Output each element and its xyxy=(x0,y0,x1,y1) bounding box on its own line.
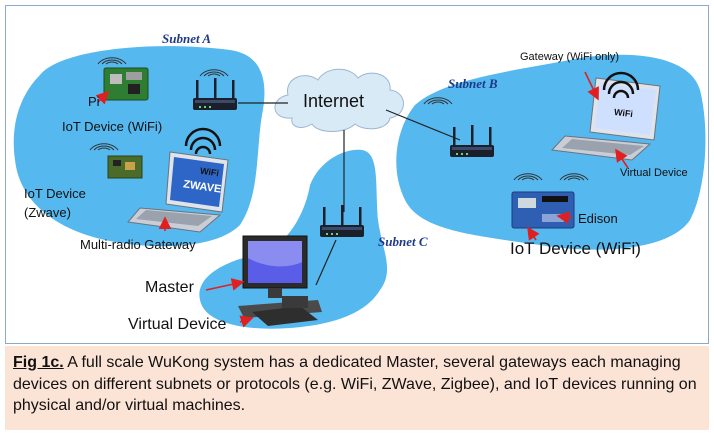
wifi-only-signal-icon xyxy=(602,71,640,99)
multi-radio-gateway-label: Multi-radio Gateway xyxy=(80,237,196,252)
virtual-device-c-label: Virtual Device xyxy=(128,316,227,333)
caption-label: Fig 1c. xyxy=(13,354,64,371)
internet-label: Internet xyxy=(303,91,365,111)
pi-label: Pi xyxy=(88,94,100,109)
iot-device-wifi-a-label: IoT Device (WiFi) xyxy=(62,119,163,134)
gateway-wifi-only-label: Gateway (WiFi only) xyxy=(520,51,620,63)
iot-device-wifi-b-label: IoT Device (WiFi) xyxy=(510,239,641,258)
edison-board xyxy=(511,191,575,229)
multi-radio-gateway-laptop xyxy=(127,151,229,233)
master-computer xyxy=(238,235,322,326)
virtual-device-b-label: Virtual Device xyxy=(620,167,688,179)
wifi-signal-icon xyxy=(184,127,222,155)
pointer-arrows xyxy=(95,71,629,328)
subnet-b-label: Subnet B xyxy=(448,76,498,91)
internet-cloud xyxy=(274,68,404,132)
subnet-a-label: Subnet A xyxy=(162,31,212,46)
zwave-board xyxy=(107,155,143,179)
caption-text: A full scale WuKong system has a dedicat… xyxy=(13,354,697,414)
subnet-c-label: Subnet C xyxy=(378,234,428,249)
figure-caption: Fig 1c. A full scale WuKong system has a… xyxy=(5,346,709,430)
iot-device-zwave-label-line1: IoT Device xyxy=(24,186,86,201)
network-links xyxy=(238,102,461,286)
iot-device-zwave-label-line2: (Zwave) xyxy=(24,205,71,220)
master-label: Master xyxy=(145,279,194,296)
edison-label: Edison xyxy=(578,211,618,226)
raspberry-pi-board xyxy=(103,67,149,101)
